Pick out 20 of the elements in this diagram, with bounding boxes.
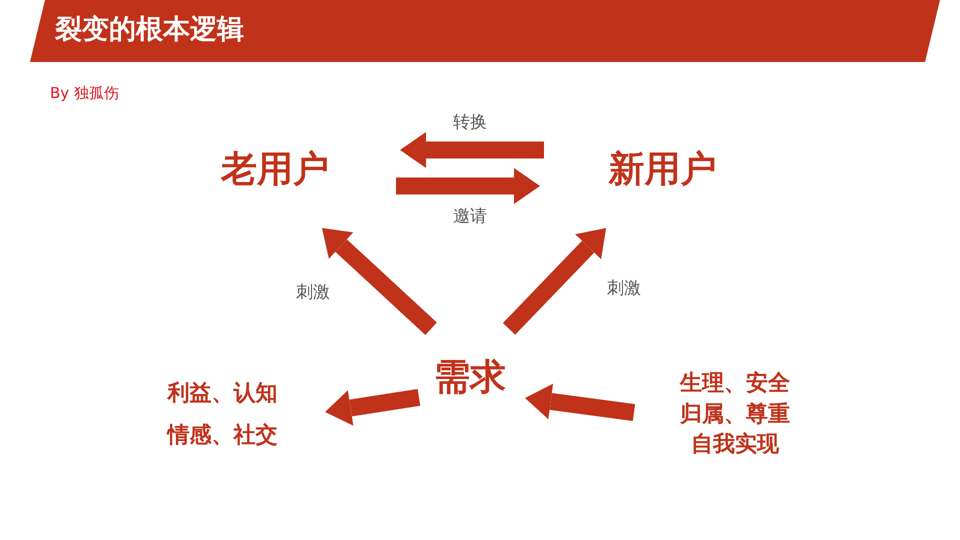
node-label: 利益、认知 [168, 380, 278, 407]
author-note: By 独孤伤 [50, 84, 119, 103]
node-label: 需求 [434, 356, 506, 400]
node-label: 老用户 [221, 148, 329, 192]
arrow [325, 388, 420, 426]
arrow [322, 228, 437, 335]
edge-label: 转换 [453, 112, 487, 134]
arrow [502, 228, 606, 335]
node-label: 新用户 [608, 148, 716, 192]
arrow [525, 384, 636, 422]
edge-label: 邀请 [453, 206, 487, 228]
node-label: 自我实现 [691, 432, 779, 459]
title: 裂变的根本逻辑 [55, 13, 244, 47]
arrow [400, 132, 544, 168]
node-label: 生理、安全 [680, 371, 790, 398]
node-label: 情感、社交 [168, 423, 278, 450]
arrow [396, 168, 540, 204]
edge-label: 刺激 [296, 282, 330, 304]
edge-label: 刺激 [607, 278, 641, 300]
node-label: 归属、尊重 [680, 402, 790, 428]
